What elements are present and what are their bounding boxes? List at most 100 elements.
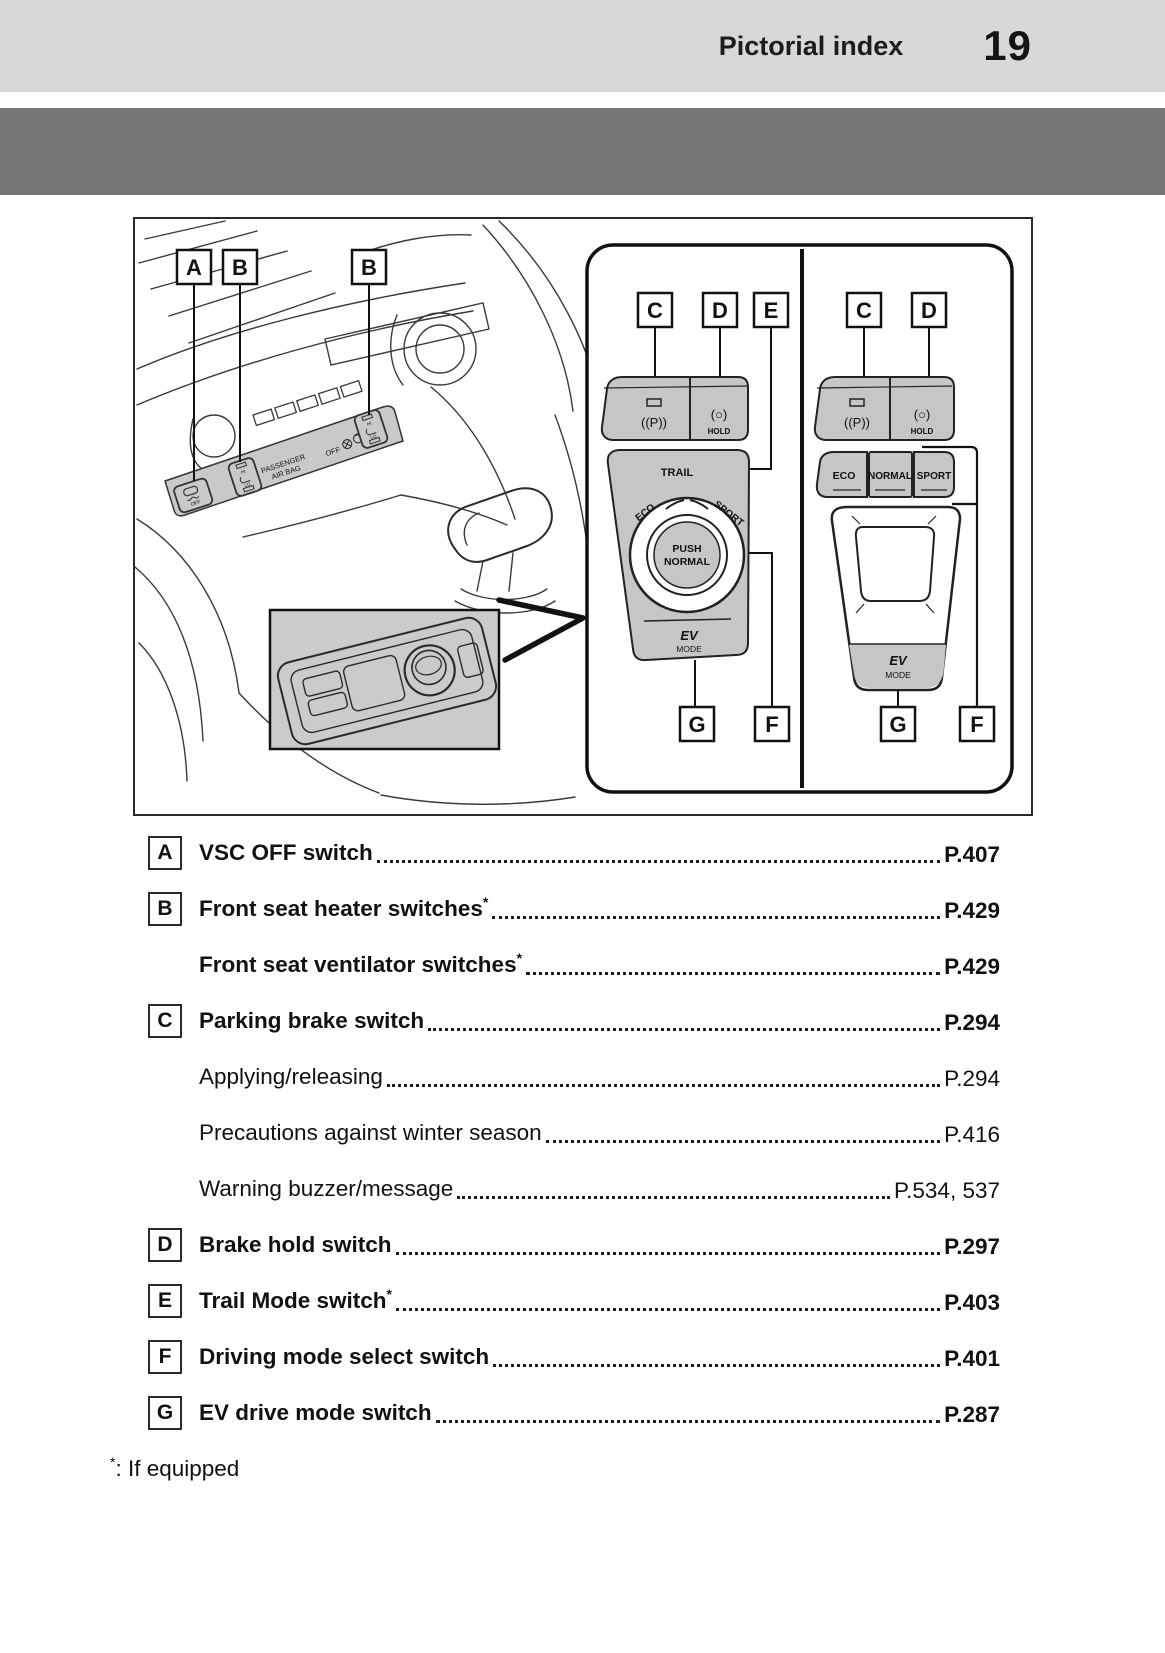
page-title: Pictorial index xyxy=(718,30,904,61)
svg-text:G: G xyxy=(688,712,705,737)
svg-text:A: A xyxy=(186,255,202,280)
parking-brake-switch: ((P)) xyxy=(813,376,891,441)
index-label: Trail Mode switch* xyxy=(199,1286,392,1313)
index-row: D Brake hold switch P.297 xyxy=(148,1228,1000,1262)
page-reference: P.294 xyxy=(944,1066,1000,1091)
dots-leader xyxy=(386,1084,941,1087)
label-box-b: B xyxy=(350,248,388,286)
page-reference: P.416 xyxy=(944,1122,1000,1147)
svg-text:(○): (○) xyxy=(711,407,728,422)
ev-mode-button: EV MODE xyxy=(885,653,911,680)
svg-text:HI: HI xyxy=(240,469,246,475)
svg-text:F: F xyxy=(970,712,983,737)
svg-text:OFF: OFF xyxy=(190,499,201,508)
drive-mode-dial: ECO SPORT PUSH NORMAL xyxy=(628,496,746,614)
dots-leader xyxy=(545,1140,941,1143)
index-label: Parking brake switch xyxy=(199,1008,425,1033)
index-label: Warning buzzer/message xyxy=(199,1176,454,1201)
page-reference: P.401 xyxy=(944,1346,1000,1371)
eco-button: ECO xyxy=(815,451,868,498)
label-box-c: C xyxy=(636,291,674,329)
svg-text:C: C xyxy=(856,298,872,323)
ev-mode-button: EV MODE xyxy=(643,618,732,654)
dots-leader xyxy=(492,916,941,919)
index-letter-box: F xyxy=(148,1340,182,1374)
svg-text:NORMAL: NORMAL xyxy=(868,471,912,482)
index-letter-box: A xyxy=(148,836,182,870)
index-row: C Parking brake switch P.294 xyxy=(148,1004,1000,1038)
index-letter-box xyxy=(148,1060,182,1094)
index-row: Precautions against winter season P.416 xyxy=(148,1116,1000,1150)
svg-text:SPORT: SPORT xyxy=(917,471,951,482)
svg-text:MODE: MODE xyxy=(885,670,911,680)
svg-text:HOLD: HOLD xyxy=(708,427,731,436)
svg-text:((P)): ((P)) xyxy=(641,415,667,430)
page-reference: P.403 xyxy=(944,1290,1000,1315)
svg-text:B: B xyxy=(232,255,248,280)
pictorial-figure: PASSENGER AIR BAG OFF OFF HI LO HI xyxy=(133,217,1033,816)
sport-button: SPORT xyxy=(913,451,955,498)
index-letter-box: B xyxy=(148,892,182,926)
label-box-f: F xyxy=(958,705,996,743)
svg-text:TRAIL: TRAIL xyxy=(661,467,694,479)
dots-leader xyxy=(435,1420,941,1423)
index-label: Brake hold switch xyxy=(199,1232,392,1257)
index-label: VSC OFF switch xyxy=(199,840,373,865)
console-type-b: ((P)) (○) HOLD ECO NORMAL SPORT xyxy=(813,291,996,743)
index-letter-box: E xyxy=(148,1284,182,1318)
index-row: E Trail Mode switch* P.403 xyxy=(148,1284,1000,1318)
svg-text:G: G xyxy=(889,712,906,737)
parking-brake-switch: ((P)) xyxy=(600,376,691,441)
passenger-airbag-strip: PASSENGER AIR BAG OFF xyxy=(164,405,404,517)
label-box-d: D xyxy=(701,291,739,329)
footnote-asterisk: * xyxy=(482,894,489,910)
index-letter-box xyxy=(148,948,182,982)
index-label: Precautions against winter season xyxy=(199,1120,542,1145)
gear-shifter xyxy=(447,487,556,614)
dots-leader xyxy=(526,972,941,975)
page-reference: P.297 xyxy=(944,1234,1000,1259)
index-label: Driving mode select switch xyxy=(199,1344,490,1369)
index-letter-box: C xyxy=(148,1004,182,1038)
svg-text:EV: EV xyxy=(889,653,908,668)
index-letter-box xyxy=(148,1172,182,1206)
index-label: Applying/releasing xyxy=(199,1064,383,1089)
svg-text:F: F xyxy=(765,712,778,737)
index-letter-box: G xyxy=(148,1396,182,1430)
brake-hold-switch: (○) HOLD xyxy=(889,376,955,441)
index-row: Applying/releasing P.294 xyxy=(148,1060,1000,1094)
index-row: F Driving mode select switch P.401 xyxy=(148,1340,1000,1374)
svg-text:B: B xyxy=(361,255,377,280)
index-label: EV drive mode switch xyxy=(199,1400,432,1425)
svg-text:HI: HI xyxy=(366,421,372,427)
index-row: B Front seat heater switches* P.429 xyxy=(148,892,1000,926)
page-reference: P.534, 537 xyxy=(894,1178,1000,1203)
index-letter-box: D xyxy=(148,1228,182,1262)
index-row: A VSC OFF switch P.407 xyxy=(148,836,1000,870)
dots-leader xyxy=(457,1196,891,1199)
page-number: 19 xyxy=(983,22,1032,69)
index-row: Front seat ventilator switches* P.429 xyxy=(148,948,1000,982)
figure-illustration: PASSENGER AIR BAG OFF OFF HI LO HI xyxy=(135,220,1014,805)
arrow-pointer xyxy=(496,597,586,663)
trackpad xyxy=(830,505,962,692)
label-box-b: B xyxy=(221,248,259,286)
dots-leader xyxy=(396,1308,941,1311)
label-box-e: E xyxy=(752,291,790,329)
page-reference: P.429 xyxy=(944,954,1000,979)
svg-text:MODE: MODE xyxy=(676,644,702,654)
label-box-c: C xyxy=(845,291,883,329)
footnote: *: If equipped xyxy=(110,1454,1165,1482)
svg-text:HOLD: HOLD xyxy=(911,427,934,436)
brake-hold-switch: (○) HOLD xyxy=(689,376,749,441)
vent-slots xyxy=(252,379,363,427)
svg-text:PUSH: PUSH xyxy=(672,543,701,555)
dashboard-label-lines xyxy=(193,284,370,481)
label-box-d: D xyxy=(910,291,948,329)
dots-leader xyxy=(493,1364,941,1367)
svg-text:E: E xyxy=(764,298,779,323)
svg-text:ECO: ECO xyxy=(833,470,856,482)
footnote-text: : If equipped xyxy=(115,1456,240,1481)
normal-button: NORMAL xyxy=(868,451,913,498)
dash-knob-right xyxy=(390,312,477,386)
